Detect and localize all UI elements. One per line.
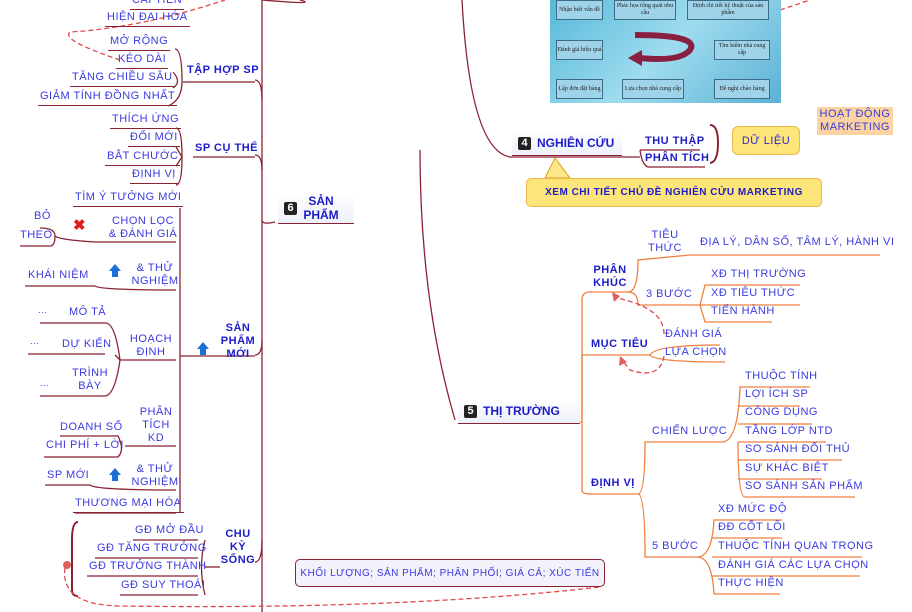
chu-ky-song-item[interactable]: GĐ TRƯỞNG THÀNH bbox=[89, 560, 207, 572]
chu-ky-song-label[interactable]: CHU KỲ SỐNG bbox=[220, 528, 256, 566]
research-callout[interactable]: XEM CHI TIẾT CHỦ ĐỀ NGHIÊN CỨU MARKETING bbox=[526, 178, 822, 207]
marketing-mix-box[interactable]: KHỐI LƯỢNG; SẢN PHẨM; PHÂN PHỐI; GIÁ CẢ;… bbox=[295, 559, 605, 587]
tim-y-tuong-item[interactable]: TÌM Ý TƯỞNG MỚI bbox=[73, 191, 184, 207]
flow-step: Nhận biết vấn đề bbox=[556, 0, 603, 20]
thu-nghiem-item[interactable]: & THỬ NGHIỆM bbox=[131, 262, 179, 287]
san-pham-moi-label[interactable]: SẢN PHẨM MỚI bbox=[220, 322, 256, 360]
research-node-label: NGHIÊN CỨU bbox=[537, 136, 615, 150]
sp-moi-item[interactable]: SP MỚI bbox=[47, 469, 90, 481]
phan-tich-kd-item[interactable]: PHÂN TÍCH KD bbox=[139, 406, 173, 444]
tap-hop-item[interactable]: TĂNG CHIỀU SÂU bbox=[70, 71, 175, 87]
du-kien-item[interactable]: DỰ KIẾN bbox=[62, 338, 112, 350]
chu-ky-song-item[interactable]: GĐ MỞ ĐẦU bbox=[135, 524, 204, 536]
node-number-badge: 6 bbox=[284, 201, 297, 215]
phan-tich-item[interactable]: PHÂN TÍCH bbox=[645, 152, 710, 164]
ba-buoc-step[interactable]: XĐ TIÊU THỨC bbox=[711, 287, 796, 299]
tap-hop-item[interactable]: KÉO DÀI bbox=[116, 53, 169, 69]
chon-loc-item[interactable]: CHỌN LỌC & ĐÁNH GIÁ bbox=[108, 215, 178, 240]
flow-step: Lựa chọn nhà cung cấp bbox=[622, 79, 684, 99]
ellipsis-item[interactable]: ... bbox=[40, 378, 50, 388]
sp-cu-the-item[interactable]: ĐỔI MỚI bbox=[128, 131, 180, 147]
du-lieu-box[interactable]: DỮ LIỆU bbox=[732, 126, 800, 155]
market-node[interactable]: 5 THỊ TRƯỜNG bbox=[458, 399, 580, 424]
chu-ky-song-item[interactable]: GĐ SUY THOÁI bbox=[121, 579, 206, 591]
arrow-up-icon bbox=[109, 264, 121, 277]
tap-hop-item[interactable]: MỞ RỘNG bbox=[108, 35, 171, 51]
chien-luoc-option[interactable]: CÔNG DỤNG bbox=[745, 406, 818, 418]
hien-dai-hoa-item[interactable]: HIỆN ĐẠI HÓA bbox=[105, 11, 190, 27]
chi-phi-loi-item[interactable]: CHI PHÍ + LỜI bbox=[46, 439, 124, 451]
theo-item[interactable]: THEO bbox=[20, 229, 53, 241]
trinh-bay-item[interactable]: TRÌNH BÀY bbox=[71, 367, 109, 392]
ellipsis-item[interactable]: ... bbox=[38, 305, 48, 315]
sp-cu-the-item[interactable]: ĐỊNH VỊ bbox=[130, 168, 178, 184]
cai-tien-item[interactable]: CẢI TIẾN bbox=[130, 0, 185, 10]
market-node-label: THỊ TRƯỜNG bbox=[483, 404, 560, 418]
sp-cu-the-item[interactable]: THÍCH ỨNG bbox=[110, 113, 182, 129]
khai-niem-item[interactable]: KHÁI NIỆM bbox=[28, 269, 89, 281]
tap-hop-sp-label[interactable]: TẬP HỢP SP bbox=[187, 64, 260, 76]
doanh-so-item[interactable]: DOANH SỐ bbox=[60, 421, 123, 433]
chu-ky-song-item[interactable]: GĐ TĂNG TRƯỞNG bbox=[97, 542, 207, 554]
product-node-label: SẢN PHẨM bbox=[303, 194, 339, 222]
thuong-mai-hoa-item[interactable]: THƯƠNG MẠI HÓA bbox=[73, 497, 184, 513]
bo-item[interactable]: BỎ bbox=[34, 210, 51, 222]
nam-buoc-step[interactable]: XĐ MỨC ĐỘ bbox=[718, 503, 787, 515]
hoat-dong-marketing-box[interactable]: HOẠT ĐỘNG MARKETING bbox=[817, 107, 893, 135]
nam-buoc-step[interactable]: ĐÁNH GIÁ CÁC LỰA CHỌN bbox=[718, 559, 869, 571]
flow-step: Phác họa tổng quát nhu cầu bbox=[614, 0, 676, 20]
flow-step: Đánh giá hiệu quả bbox=[556, 40, 603, 60]
tap-hop-item[interactable]: GIẢM TÍNH ĐỒNG NHẤT bbox=[38, 90, 178, 106]
phan-khuc-label[interactable]: PHÂN KHÚC bbox=[593, 264, 627, 289]
ba-buoc-step[interactable]: TIẾN HÀNH bbox=[711, 305, 775, 317]
ellipsis-item[interactable]: ... bbox=[30, 336, 40, 346]
chien-luoc-option[interactable]: SO SÁNH SẢN PHẨM bbox=[745, 480, 864, 492]
cross-icon: ✖ bbox=[73, 217, 86, 234]
ba-buoc-item[interactable]: 3 BƯỚC bbox=[646, 288, 693, 300]
chien-luoc-option[interactable]: THUỘC TÍNH bbox=[745, 370, 818, 382]
node-number-badge: 5 bbox=[464, 404, 477, 418]
nam-buoc-item[interactable]: 5 BƯỚC bbox=[652, 540, 699, 552]
tieu-thuc-item[interactable]: TIÊU THỨC bbox=[647, 229, 682, 254]
purchase-process-flowchart: Nhận biết vấn đề Phác họa tổng quát nhu … bbox=[550, 0, 781, 103]
thu-thap-item[interactable]: THU THẬP bbox=[645, 135, 705, 147]
sp-cu-the-label[interactable]: SP CỤ THỂ bbox=[195, 142, 258, 154]
muc-tieu-label[interactable]: MỤC TIÊU bbox=[591, 338, 649, 350]
mo-ta-item[interactable]: MÔ TẢ bbox=[69, 306, 107, 318]
product-node[interactable]: 6 SẢN PHẨM bbox=[278, 193, 354, 224]
flow-step: Tìm kiếm nhà cung cấp bbox=[714, 40, 770, 60]
dinh-vi-label[interactable]: ĐỊNH VỊ bbox=[591, 477, 635, 489]
chien-luoc-item[interactable]: CHIẾN LƯỢC bbox=[652, 425, 728, 437]
node-number-badge: 4 bbox=[518, 136, 531, 150]
research-node[interactable]: 4 NGHIÊN CỨU bbox=[512, 131, 622, 156]
chien-luoc-option[interactable]: SỰ KHÁC BIỆT bbox=[745, 462, 829, 474]
chien-luoc-option[interactable]: TẦNG LỚP NTD bbox=[745, 425, 833, 437]
thu-nghiem-item[interactable]: & THỬ NGHIỆM bbox=[131, 463, 179, 488]
cycle-arrow-icon bbox=[628, 32, 695, 66]
arrow-up-icon bbox=[109, 468, 121, 481]
sp-cu-the-item[interactable]: BẮT CHƯỚC bbox=[105, 150, 181, 166]
ba-buoc-step[interactable]: XĐ THỊ TRƯỜNG bbox=[711, 268, 807, 280]
flow-step: Lập đơn đặt hàng bbox=[556, 79, 603, 99]
chien-luoc-option[interactable]: SO SÁNH ĐỐI THỦ bbox=[745, 443, 851, 455]
arrow-up-icon bbox=[197, 342, 209, 355]
hoach-dinh-item[interactable]: HOẠCH ĐỊNH bbox=[129, 333, 173, 358]
muc-tieu-item[interactable]: ĐÁNH GIÁ bbox=[665, 328, 723, 340]
flow-step: Đề nghị chào hàng bbox=[714, 79, 770, 99]
flow-step: Định chi tiết kỹ thuật của sản phẩm bbox=[687, 0, 769, 20]
chien-luoc-option[interactable]: LỢI ÍCH SP bbox=[745, 388, 809, 400]
nam-buoc-step[interactable]: THUỘC TÍNH QUAN TRỌNG bbox=[718, 540, 874, 552]
nam-buoc-step[interactable]: THỰC HIỆN bbox=[718, 577, 784, 589]
nam-buoc-step[interactable]: ĐĐ CỐT LÕI bbox=[718, 521, 786, 533]
muc-tieu-item[interactable]: LỰA CHỌN bbox=[665, 346, 727, 358]
tieu-thuc-value[interactable]: ĐỊA LÝ, DÂN SỐ, TÂM LÝ, HÀNH VI bbox=[700, 236, 895, 248]
